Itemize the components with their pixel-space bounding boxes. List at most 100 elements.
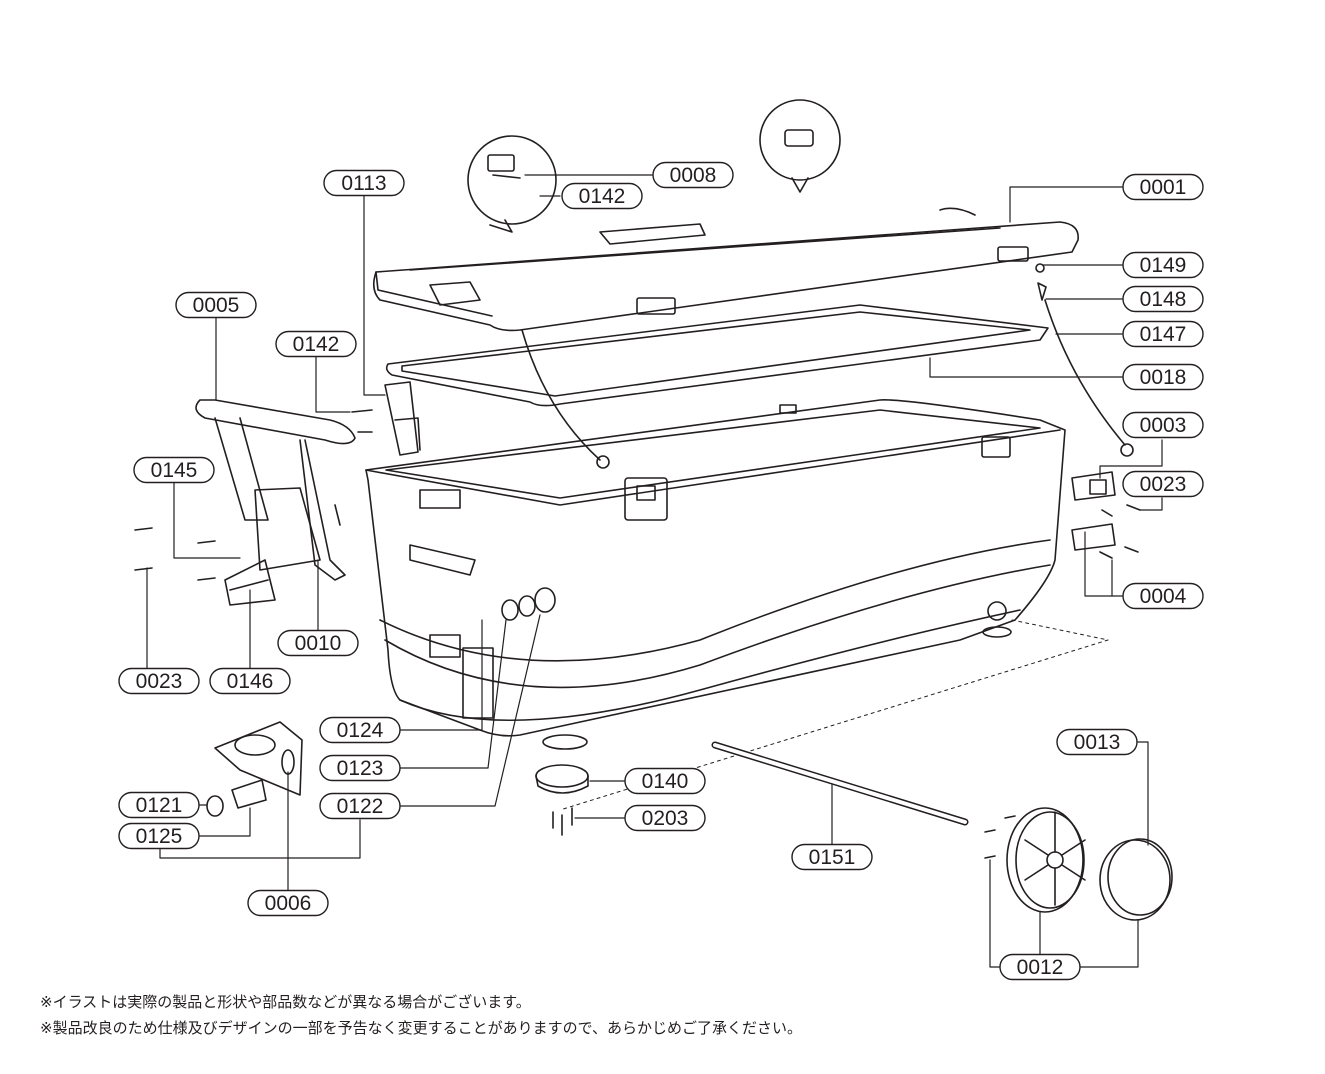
callout-p0018: 0018 bbox=[1122, 363, 1204, 391]
gasket bbox=[385, 304, 1049, 407]
callout-bubble bbox=[1122, 320, 1204, 348]
detail-circle-left bbox=[467, 135, 557, 225]
callout-p0148: 0148 bbox=[1122, 285, 1204, 313]
note-illustration-differs: ※イラストは実際の製品と形状や部品数などが異なる場合がございます。 bbox=[40, 993, 531, 1011]
part-number-label: 0149 bbox=[1140, 254, 1187, 277]
part-number-label: 0113 bbox=[341, 172, 386, 195]
leader-lines bbox=[146, 174, 1163, 968]
part-number-label: 0001 bbox=[1140, 176, 1187, 199]
cord-rear bbox=[1044, 299, 1126, 446]
callout-p0203: 0203 bbox=[624, 804, 706, 832]
callout-p0113: 0113 bbox=[323, 169, 405, 197]
callout-p0122: 0122 bbox=[319, 792, 401, 820]
callout-bubble bbox=[1122, 411, 1204, 439]
lid bbox=[372, 207, 1079, 332]
callout-p0012: 0012 bbox=[999, 953, 1081, 981]
part-number-label: 0018 bbox=[1140, 366, 1187, 389]
callout-bubble bbox=[209, 667, 291, 695]
callout-bubble bbox=[1122, 251, 1204, 279]
callout-p0125: 0125 bbox=[118, 822, 200, 850]
callout-bubble bbox=[1122, 582, 1204, 610]
callout-p0006: 0006 bbox=[247, 889, 329, 917]
callout-bubble bbox=[1122, 470, 1204, 498]
part-number-label: 0140 bbox=[642, 770, 689, 793]
latch-parts bbox=[1071, 471, 1141, 559]
part-number-label: 0005 bbox=[193, 294, 240, 317]
callout-bubble bbox=[319, 716, 401, 744]
part-number-label: 0125 bbox=[136, 825, 183, 848]
cord-front bbox=[521, 329, 601, 461]
callout-p0142b: 0142 bbox=[275, 330, 357, 358]
handle-assembly bbox=[195, 399, 356, 606]
small-screws-left bbox=[134, 409, 373, 581]
callout-bubble bbox=[118, 791, 200, 819]
callout-p0003: 0003 bbox=[1122, 411, 1204, 439]
callout-bubble bbox=[1056, 728, 1138, 756]
part-number-label: 0006 bbox=[265, 892, 312, 915]
callout-bubble bbox=[118, 667, 200, 695]
callout-bubble bbox=[118, 822, 200, 850]
callout-p0023a: 0023 bbox=[1122, 470, 1204, 498]
part-number-label: 0003 bbox=[1140, 414, 1187, 437]
callout-bubble bbox=[561, 182, 643, 210]
callout-bubble bbox=[175, 291, 257, 319]
callout-p0123: 0123 bbox=[319, 754, 401, 782]
part-number-label: 0124 bbox=[337, 719, 384, 742]
callout-bubble bbox=[791, 843, 873, 871]
callout-p0149: 0149 bbox=[1122, 251, 1204, 279]
part-0148-screw bbox=[1037, 282, 1047, 301]
part-number-label: 0012 bbox=[1017, 956, 1064, 979]
callout-bubble bbox=[624, 767, 706, 795]
detail-circle-right bbox=[759, 99, 841, 181]
note-spec-change: ※製品改良のため仕様及びデザインの一部を予告なく変更することがありますので、あら… bbox=[40, 1019, 802, 1037]
part-0149 bbox=[1035, 263, 1045, 273]
wheel-cover bbox=[1099, 838, 1173, 921]
part-number-label: 0122 bbox=[337, 795, 384, 818]
callouts: 0001 0149 0148 0147 0018 0003 0023 0004 0008 0142… bbox=[118, 161, 1204, 981]
part-number-label: 0008 bbox=[670, 164, 717, 187]
detail-pointer-right bbox=[791, 177, 809, 193]
callout-bubble bbox=[247, 889, 329, 917]
part-number-label: 0010 bbox=[295, 632, 342, 655]
callout-bubble bbox=[1122, 173, 1204, 201]
callout-bubble bbox=[319, 792, 401, 820]
part-number-label: 0148 bbox=[1140, 288, 1187, 311]
callout-bubble bbox=[1122, 285, 1204, 313]
callout-p0121: 0121 bbox=[118, 791, 200, 819]
callout-p0124: 0124 bbox=[319, 716, 401, 744]
part-number-label: 0123 bbox=[337, 757, 384, 780]
part-number-label: 0151 bbox=[809, 846, 856, 869]
callout-p0147: 0147 bbox=[1122, 320, 1204, 348]
drain-assembly bbox=[206, 721, 303, 817]
callout-p0005: 0005 bbox=[175, 291, 257, 319]
part-number-label: 0142 bbox=[293, 333, 340, 356]
callout-p0146: 0146 bbox=[209, 667, 291, 695]
cooler-body bbox=[365, 399, 1109, 811]
axle-inner bbox=[713, 743, 967, 824]
part-number-label: 0203 bbox=[642, 807, 689, 830]
callout-bubble bbox=[624, 804, 706, 832]
callout-p0151: 0151 bbox=[791, 843, 873, 871]
callout-p0008: 0008 bbox=[652, 161, 734, 189]
callout-bubble bbox=[319, 754, 401, 782]
part-number-label: 0147 bbox=[1140, 323, 1187, 346]
drain-rings bbox=[501, 587, 556, 621]
part-number-label: 0142 bbox=[579, 185, 626, 208]
callout-p0145: 0145 bbox=[133, 456, 215, 484]
hinge bbox=[384, 381, 421, 456]
callout-p0013: 0013 bbox=[1056, 728, 1138, 756]
detail-pointer-left bbox=[489, 219, 513, 233]
callout-bubble bbox=[652, 161, 734, 189]
cord-front-end bbox=[596, 455, 610, 469]
callout-bubble bbox=[1122, 363, 1204, 391]
part-number-label: 0013 bbox=[1074, 731, 1121, 754]
callout-bubble bbox=[133, 456, 215, 484]
part-number-label: 0145 bbox=[151, 459, 198, 482]
callout-bubble bbox=[277, 629, 359, 657]
part-number-label: 0023 bbox=[1140, 473, 1187, 496]
part-number-label: 0146 bbox=[227, 670, 274, 693]
cord-rear-end bbox=[1120, 443, 1134, 457]
callout-p0004: 0004 bbox=[1122, 582, 1204, 610]
callout-p0023b: 0023 bbox=[118, 667, 200, 695]
